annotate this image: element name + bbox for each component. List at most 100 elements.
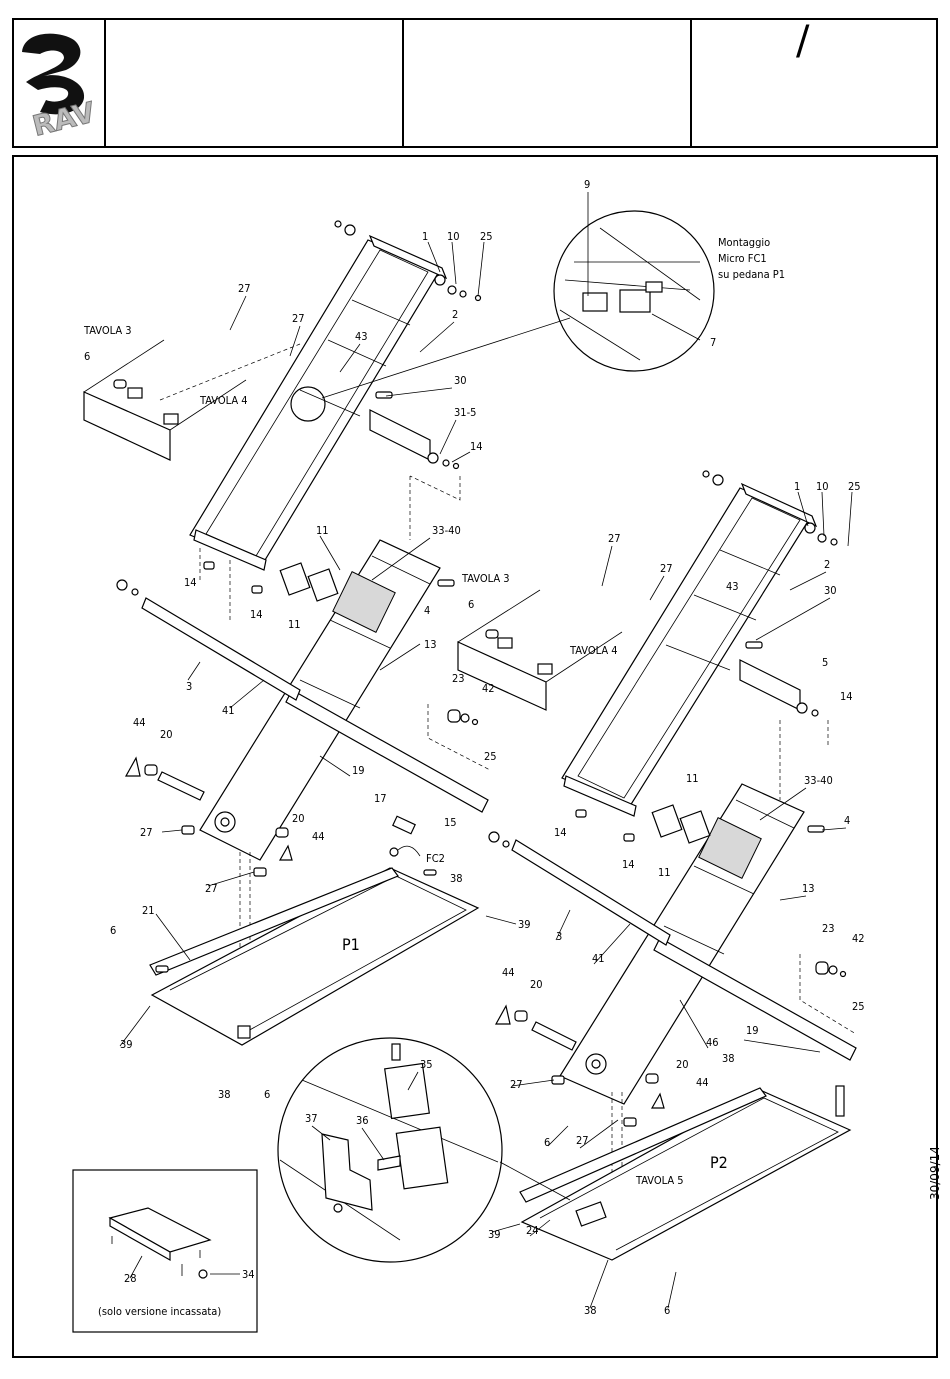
micro-fc1-inset — [290, 210, 715, 422]
platform-p1-label: P1 — [342, 935, 360, 954]
callout: 34 — [242, 1268, 255, 1281]
callout: 43 — [355, 330, 368, 343]
callout: 4 — [424, 604, 430, 617]
callout: 25 — [852, 1000, 865, 1013]
callout: 2 — [452, 308, 458, 321]
callout: 39 — [120, 1038, 133, 1051]
callout: 10 — [816, 480, 829, 493]
micro-part-7: 7 — [710, 336, 716, 349]
callout: 3 — [556, 930, 562, 943]
leader-lines — [119, 241, 853, 1309]
callout: 17 — [374, 792, 387, 805]
title-cell-2 — [104, 20, 106, 146]
micro-caption-3: su pedana P1 — [718, 268, 785, 281]
callout: 44 — [312, 830, 325, 843]
detail-inset-35-37 — [277, 1037, 571, 1263]
callout: 38 — [218, 1088, 231, 1101]
callout: 30 — [454, 374, 467, 387]
platform-p2-label: P2 — [710, 1153, 728, 1172]
platform-p1 — [149, 867, 480, 1046]
callout: 25 — [480, 230, 493, 243]
callout: 33-40 — [804, 774, 833, 787]
tavola3-label-right: TAVOLA 3 — [461, 572, 510, 585]
callout: 27 — [140, 826, 153, 839]
callout: 3 — [186, 680, 192, 693]
callout: 27 — [205, 882, 218, 895]
callout: 4 — [844, 814, 850, 827]
callout: 20 — [292, 812, 305, 825]
callout: 27 — [238, 282, 251, 295]
callout: 6 — [84, 350, 90, 363]
callout: 6 — [264, 1088, 270, 1101]
callout: 14 — [250, 608, 263, 621]
callout: 20 — [676, 1058, 689, 1071]
drawing-frame — [12, 155, 938, 1358]
micro-caption-1: Montaggio — [718, 236, 770, 249]
callout: 13 — [802, 882, 815, 895]
callout: 11 — [658, 866, 671, 879]
callout: 23 — [822, 922, 835, 935]
callout: 14 — [554, 826, 567, 839]
callout: 6 — [468, 598, 474, 611]
fc2-label: FC2 — [426, 852, 445, 865]
callout: 44 — [133, 716, 146, 729]
tavola4-label-right: TAVOLA 4 — [569, 644, 618, 657]
callout: 6 — [544, 1136, 550, 1149]
callout: 27 — [660, 562, 673, 575]
callout: 38 — [450, 872, 463, 885]
callout: 14 — [184, 576, 197, 589]
callout: 13 — [424, 638, 437, 651]
callout: 24 — [526, 1224, 539, 1237]
callout: 6 — [664, 1304, 670, 1317]
micro-caption-2: Micro FC1 — [718, 252, 767, 265]
callout: 1 — [422, 230, 428, 243]
callout: 37 — [305, 1112, 318, 1125]
callout: 19 — [746, 1024, 759, 1037]
callout: 30 — [824, 584, 837, 597]
callout: 11 — [686, 772, 699, 785]
callout: 21 — [142, 904, 155, 917]
callout-labels: 1 10 25 27 27 2 43 6 30 31-5 14 33-40 11… — [84, 230, 865, 1317]
callout: 38 — [722, 1052, 735, 1065]
callout: 25 — [848, 480, 861, 493]
solo-versione-label: (solo versione incassata) — [98, 1305, 221, 1318]
callout: 44 — [696, 1076, 709, 1089]
title-cell-4 — [690, 20, 692, 146]
callout: 43 — [726, 580, 739, 593]
callout: 19 — [352, 764, 365, 777]
callout: 27 — [576, 1134, 589, 1147]
callout: 39 — [518, 918, 531, 931]
callout: 14 — [622, 858, 635, 871]
callout: 6 — [110, 924, 116, 937]
callout: 14 — [840, 690, 853, 703]
callout: 31-5 — [454, 406, 476, 419]
tavola5-label: TAVOLA 5 — [635, 1174, 684, 1187]
callout: 35 — [420, 1058, 433, 1071]
callout: 11 — [288, 618, 301, 631]
right-scissor-assembly — [427, 470, 857, 1250]
left-scissor-assembly — [83, 220, 489, 1040]
tavola4-label-left: TAVOLA 4 — [199, 394, 248, 407]
detail-inset-28-34 — [72, 1169, 258, 1333]
callout: 10 — [447, 230, 460, 243]
callout: 27 — [510, 1078, 523, 1091]
sheet-number-slash: / — [796, 18, 810, 64]
callout: 2 — [824, 558, 830, 571]
callout: 5 — [822, 656, 828, 669]
tavola3-label-left: TAVOLA 3 — [83, 324, 132, 337]
callout: 1 — [794, 480, 800, 493]
callout: 25 — [484, 750, 497, 763]
callout: 11 — [316, 524, 329, 537]
callout: 28 — [124, 1272, 137, 1285]
callout: 38 — [584, 1304, 597, 1317]
callout: 39 — [488, 1228, 501, 1241]
callout: 36 — [356, 1114, 369, 1127]
platform-p2 — [519, 1085, 852, 1261]
title-cell-3 — [402, 20, 404, 146]
callout: 27 — [608, 532, 621, 545]
callout: 46 — [706, 1036, 719, 1049]
callout: 42 — [482, 682, 495, 695]
title-block — [12, 18, 938, 148]
callout: 15 — [444, 816, 457, 829]
